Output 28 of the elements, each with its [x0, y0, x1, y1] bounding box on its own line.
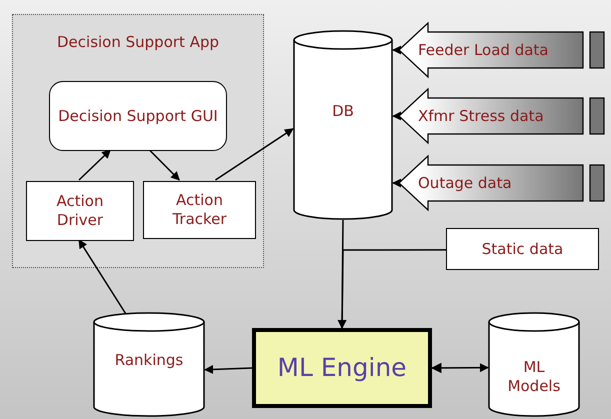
process-box [143, 181, 256, 239]
node-label: DB [332, 102, 354, 121]
arrow [148, 149, 180, 181]
node-label: ML Engine [277, 353, 407, 383]
arrow [78, 149, 111, 181]
node-label: Static data [482, 240, 564, 258]
group-title: Decision Support App [57, 33, 219, 52]
engine-box [252, 328, 432, 408]
process-box [26, 181, 134, 241]
node-label: Action Driver [56, 192, 104, 230]
node-label: Outage data [418, 174, 512, 192]
node-label: ML Models [506, 358, 562, 396]
double-arrow [430, 362, 489, 374]
arrow [338, 249, 446, 329]
app-container [12, 14, 264, 268]
node-label: Rankings [114, 351, 184, 370]
arrow [204, 364, 252, 374]
node-label: Decision Support GUI [58, 106, 218, 126]
arrow [392, 111, 402, 120]
node-label: Feeder Load data [418, 40, 548, 60]
node-label: Action Tracker [171, 191, 228, 229]
node-label: Xfmr Stress data [418, 106, 544, 126]
arrow [78, 239, 128, 316]
arrow [392, 46, 402, 55]
arrow [392, 178, 402, 188]
rounded-box [49, 81, 227, 151]
arrow [215, 128, 294, 181]
process-box [446, 228, 599, 270]
